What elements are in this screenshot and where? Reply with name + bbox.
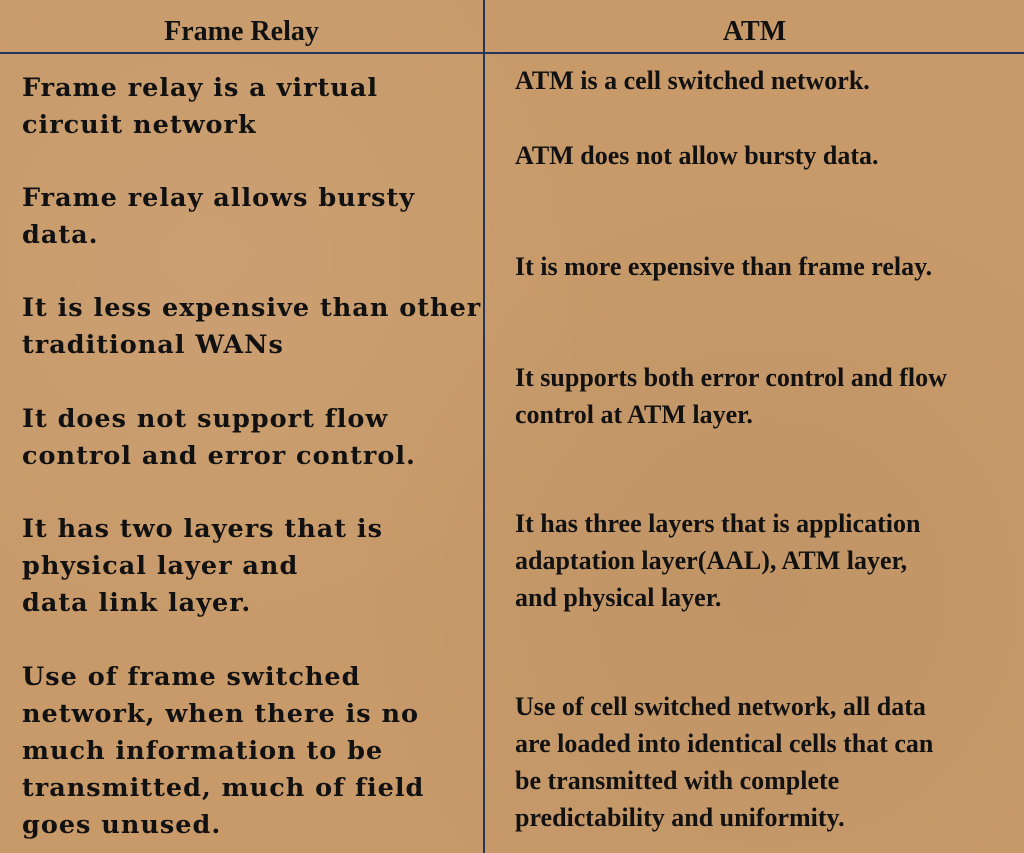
frame-relay-cell: Frame relay is a virtual circuit network (22, 73, 379, 140)
frame-relay-cell: Use of frame switched network, when ther… (22, 662, 425, 840)
column-header-atm: ATM (722, 16, 787, 47)
atm-cell: Use of cell switched network, all data a… (515, 692, 934, 832)
header-divider (0, 52, 1024, 54)
atm-cell: ATM is a cell switched network. (515, 66, 870, 95)
atm-cell: It supports both error control and flow … (515, 363, 947, 429)
frame-relay-cell: It does not support flow control and err… (22, 404, 416, 471)
column-divider (483, 0, 485, 853)
atm-cell: It is more expensive than frame relay. (515, 252, 933, 281)
frame-relay-cell: Frame relay allows bursty data. (22, 183, 416, 250)
frame-relay-cell: It is less expensive than other traditio… (22, 293, 482, 360)
column-header-frame-relay: Frame Relay (164, 16, 319, 47)
frame-relay-cell: It has two layers that is physical layer… (22, 514, 383, 618)
atm-cell: It has three layers that is application … (515, 509, 921, 612)
atm-cell: ATM does not allow bursty data. (515, 141, 879, 170)
